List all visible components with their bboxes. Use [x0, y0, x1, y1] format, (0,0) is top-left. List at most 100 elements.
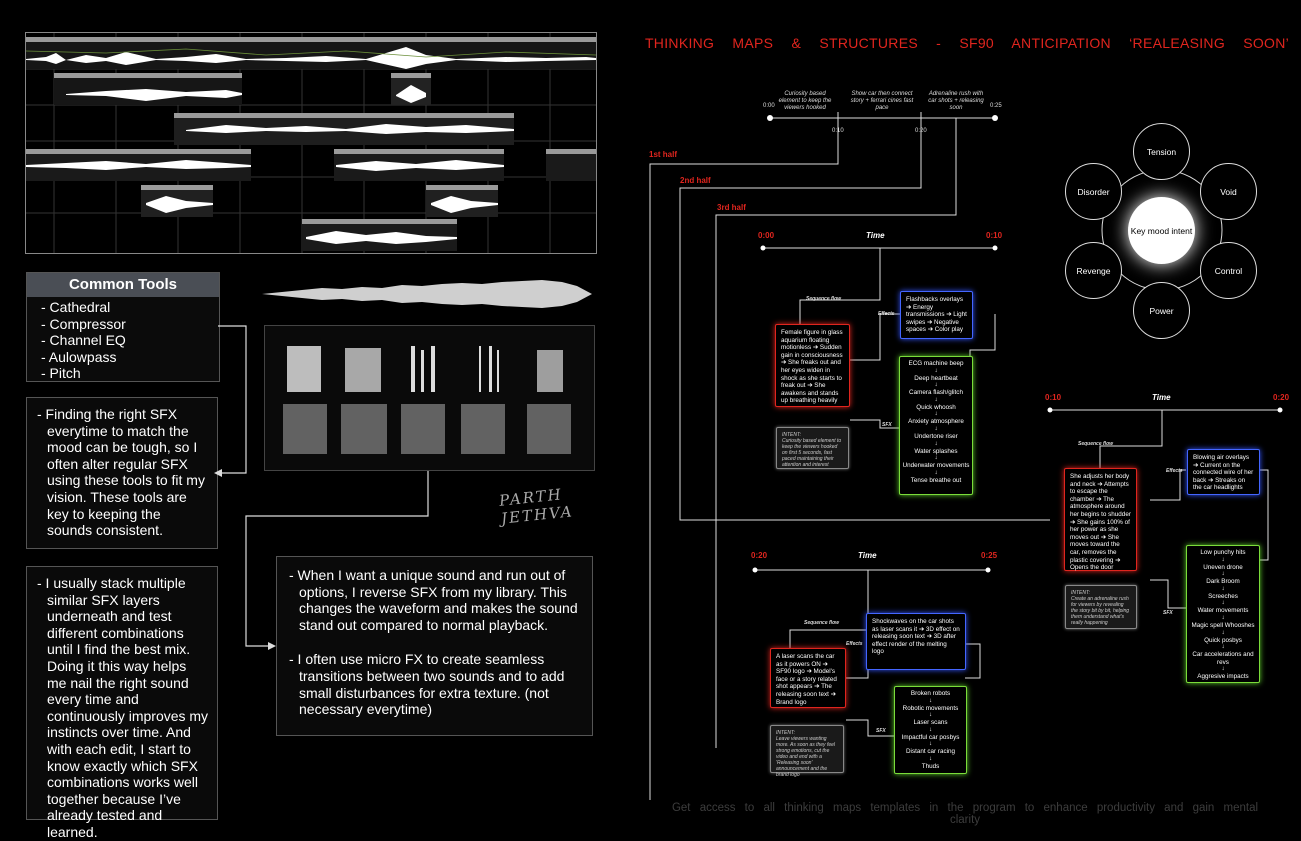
- mood-node: Control: [1200, 242, 1257, 299]
- sfx-item: Quick whoosh: [916, 403, 956, 411]
- half-label: 3rd half: [717, 203, 746, 212]
- top-timeline-mark: 0:10: [832, 128, 844, 134]
- sfx-item: Screeches: [1208, 592, 1238, 600]
- stacking-note: - I usually stack multiple similar SFX l…: [26, 566, 218, 840]
- sfx-item: Water movements: [1197, 607, 1249, 615]
- sfx-item: Laser scans: [913, 719, 948, 727]
- section2-intent-box: INTENT: Create an adrenaline rush for vi…: [1065, 585, 1137, 629]
- sfx-item: Undertone riser: [914, 432, 958, 440]
- sequence-flow-label: Sequence flow: [1078, 441, 1114, 447]
- section2-story-box: She adjusts her body and neck ➔ Attempts…: [1064, 468, 1137, 571]
- section1-time-label: Time: [866, 231, 885, 240]
- daw-tracks: [25, 33, 597, 253]
- top-timeline-mark: 0:20: [915, 128, 927, 134]
- intent-label: INTENT:: [776, 730, 796, 736]
- sfx-label: SFX: [876, 728, 886, 734]
- common-tools-list: - Cathedral - Compressor - Channel EQ - …: [27, 297, 219, 382]
- top-timeline-end: 0:25: [990, 103, 1002, 109]
- tool-item: - Cathedral: [41, 299, 111, 315]
- note-text: - I often use micro FX to create seamles…: [289, 651, 565, 718]
- mood-node: Tension: [1133, 123, 1190, 180]
- sfx-item: ECG machine beep: [908, 360, 964, 367]
- sequence-flow-label: Sequence flow: [806, 296, 842, 302]
- section1-sfx-box: ECG machine beep↓ Deep heartbeat↓ Camera…: [899, 356, 973, 495]
- sfx-item: Distant car racing: [906, 748, 955, 756]
- top-timeline-desc: Adrenaline rush with car shots + releasi…: [928, 91, 984, 111]
- section1-story-box: Female figure in glass aquarium floating…: [775, 324, 850, 407]
- section2-start: 0:10: [1045, 393, 1062, 402]
- section3-intent-box: INTENT: Leave viewers wanting more. As s…: [770, 725, 844, 778]
- sfx-item: Aggresive impacts: [1197, 673, 1249, 681]
- page-title: THINKING MAPS & STRUCTURES - SF90 ANTICI…: [644, 35, 1290, 51]
- section1-effects-box: Flashbacks overlays ➔ Energy transmissio…: [900, 291, 973, 339]
- top-timeline-start: 0:00: [763, 103, 775, 109]
- section3-end: 0:25: [981, 551, 998, 560]
- effects-label: Effects: [878, 311, 895, 317]
- tool-item: - Channel EQ: [41, 332, 126, 348]
- sfx-item: Anxiety atmosphere: [908, 418, 964, 426]
- section1-end: 0:10: [986, 231, 1003, 240]
- sfx-item: Tense breathe out: [910, 476, 962, 484]
- intent-label: INTENT:: [1071, 590, 1091, 596]
- sfx-item: Robotic movements: [902, 704, 959, 712]
- sfx-item: Car accelerations and revs: [1192, 651, 1254, 666]
- sfx-item: Water splashes: [914, 447, 958, 455]
- top-timeline-desc: Curiosity based element to keep the view…: [778, 91, 832, 111]
- tool-item: - Pitch: [41, 365, 81, 381]
- sfx-item: Impactful car posbys: [901, 733, 960, 741]
- sfx-item: Deep heartbeat: [914, 374, 958, 382]
- effects-label: Effects: [846, 641, 863, 647]
- reverse-waveform-strip: [262, 280, 592, 308]
- half-label: 1st half: [649, 150, 678, 159]
- sfx-label: SFX: [882, 422, 892, 428]
- tool-item: - Compressor: [41, 315, 126, 332]
- note-text: - I usually stack multiple similar SFX l…: [37, 575, 209, 840]
- section1-intent-box: INTENT: Curiosity based element to keep …: [776, 427, 849, 469]
- sfx-item: Underwater movements: [902, 462, 970, 470]
- sfx-item: Magic spell Whooshes: [1191, 621, 1255, 629]
- section3-time-label: Time: [858, 551, 877, 560]
- section2-time-label: Time: [1152, 393, 1171, 402]
- section2-end: 0:20: [1273, 393, 1290, 402]
- half-label: 2nd half: [680, 176, 711, 185]
- section3-start: 0:20: [751, 551, 768, 560]
- mood-node: Disorder: [1065, 163, 1122, 220]
- left-connectors: [214, 325, 429, 650]
- sequence-flow-label: Sequence flow: [804, 620, 840, 626]
- top-timeline-desc: Show car then connect story + ferrari ci…: [850, 91, 914, 111]
- section3-sfx-box: Broken robots↓ Robotic movements↓ Laser …: [894, 686, 967, 774]
- reverse-micro-fx-note: - When I want a unique sound and run out…: [276, 556, 593, 736]
- sfx-item: Uneven drone: [1203, 563, 1243, 571]
- sfx-item: Quick posbys: [1204, 636, 1242, 644]
- sfx-label: SFX: [1163, 610, 1173, 616]
- sfx-item: Low punchy hits: [1200, 549, 1246, 556]
- effects-label: Effects: [1166, 468, 1183, 474]
- sfx-item: Camera flash/glitch: [909, 389, 963, 397]
- micro-fx-waveforms: [264, 325, 595, 471]
- mood-node: Void: [1200, 163, 1257, 220]
- intent-text: Curiosity based element to keep the view…: [782, 438, 842, 468]
- mood-center-node: Key mood intent: [1128, 197, 1195, 264]
- section2-effects-box: Blowing air overlays ➔ Current on the co…: [1187, 449, 1260, 495]
- daw-session-screenshot: [25, 32, 597, 254]
- section3-effects-box: Shockwaves on the car shots as laser sca…: [866, 613, 966, 670]
- sfx-item: Broken robots: [910, 690, 951, 697]
- common-tools-heading: Common Tools: [27, 273, 219, 297]
- intent-label: INTENT:: [782, 432, 802, 438]
- section2-sfx-box: Low punchy hits↓ Uneven drone↓ Dark Broo…: [1186, 545, 1260, 683]
- intent-text: Leave viewers wanting more. As soon as t…: [776, 736, 836, 778]
- flow-connectors: [649, 112, 1283, 800]
- mood-node: Power: [1133, 282, 1190, 339]
- section3-story-box: A laser scans the car as it powers ON ➔ …: [770, 648, 846, 708]
- section1-start: 0:00: [758, 231, 775, 240]
- common-tools-card: Common Tools - Cathedral - Compressor - …: [26, 272, 220, 382]
- note-text: - When I want a unique sound and run out…: [289, 567, 578, 633]
- sfx-item: Dark Broom: [1206, 578, 1240, 586]
- tool-item: - Aulowpass: [41, 348, 117, 365]
- sfx-item: Thuds: [921, 762, 940, 770]
- note-text: - Finding the right SFX everytime to mat…: [37, 406, 205, 539]
- footer-cta: Get access to all thinking maps template…: [671, 802, 1259, 826]
- mood-node: Revenge: [1065, 242, 1122, 299]
- intent-text: Create an adrenaline rush for viewers by…: [1071, 596, 1130, 626]
